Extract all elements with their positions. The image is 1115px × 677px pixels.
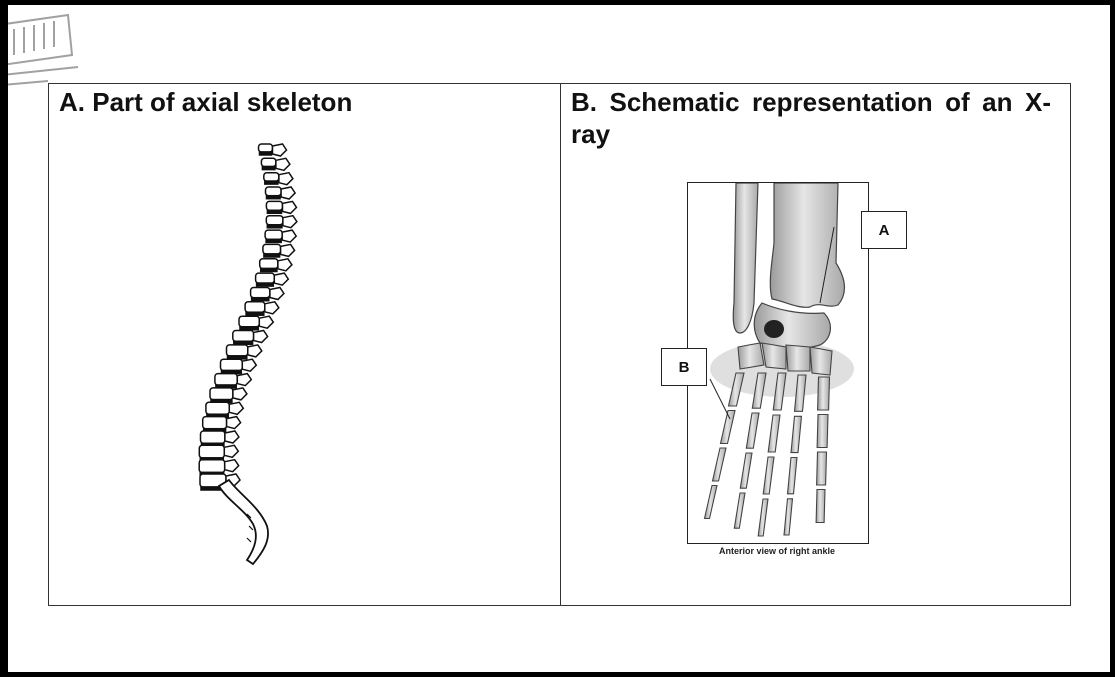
spinous-process xyxy=(278,259,292,271)
foot-bone-segment xyxy=(713,448,727,481)
foot-bone-segment xyxy=(818,377,830,410)
panel-a-title: A. Part of axial skeleton xyxy=(59,86,352,118)
vertebra-body xyxy=(233,331,254,342)
intervertebral-disc xyxy=(257,283,274,286)
intervertebral-disc xyxy=(228,356,247,359)
foot-bone-segment xyxy=(734,493,745,528)
intervertebral-disc xyxy=(252,298,269,301)
vertebra-body xyxy=(239,316,259,327)
foot-bone-segment xyxy=(768,415,780,452)
foot-bone-segment xyxy=(763,457,774,494)
spinous-process xyxy=(283,201,297,213)
spinous-process xyxy=(237,374,251,386)
spinous-process xyxy=(259,316,273,328)
intervertebral-disc xyxy=(266,239,281,242)
spinous-process xyxy=(233,388,247,400)
spinous-process xyxy=(242,359,256,371)
callout-b: B xyxy=(661,348,707,386)
metatarsals-and-phalanges xyxy=(705,373,830,536)
foot-bone-segment xyxy=(788,458,798,494)
sacrum-coccyx-shape xyxy=(219,480,268,564)
figure-table: A. Part of axial skeleton B. Schematic r… xyxy=(48,83,1071,606)
ankle-xray-illustration xyxy=(687,182,869,544)
callout-a: A xyxy=(861,211,907,249)
spinous-process xyxy=(248,345,262,357)
spinous-process xyxy=(270,288,284,300)
intervertebral-disc xyxy=(264,254,280,257)
spinous-process xyxy=(274,273,288,285)
spinous-process xyxy=(279,173,293,185)
vertebra-body xyxy=(263,244,281,254)
vertebra-body xyxy=(266,201,282,210)
intervertebral-disc xyxy=(265,181,278,184)
vertebra-body xyxy=(251,288,270,298)
foot-bone-segment xyxy=(817,452,827,485)
spinous-process xyxy=(224,445,238,457)
spinous-process xyxy=(281,187,295,199)
panel-b-title: B. Schematic representation of an X-ray xyxy=(571,86,1051,150)
intervertebral-disc xyxy=(246,312,264,315)
foot-bone-segment xyxy=(758,499,768,536)
intervertebral-disc xyxy=(267,196,281,199)
foot-bone-segment xyxy=(740,453,752,488)
spinous-process xyxy=(273,144,287,156)
panel-a: A. Part of axial skeleton xyxy=(49,84,561,605)
vertebra-body xyxy=(203,417,227,429)
vertebra-body xyxy=(206,402,229,414)
vertebral-column-illustration xyxy=(189,134,339,574)
vertebra-body xyxy=(266,216,283,225)
intervertebral-disc xyxy=(234,341,253,344)
panel-b: B. Schematic representation of an X-ray xyxy=(561,84,1070,605)
spinous-process xyxy=(227,417,241,429)
vertebra-body xyxy=(265,230,282,239)
foot-bone-segment xyxy=(705,486,718,519)
vertebra-body xyxy=(201,431,225,443)
fibula xyxy=(733,183,758,333)
spinous-process xyxy=(225,460,239,472)
foot-bones-drawing xyxy=(688,183,868,543)
intervertebral-disc xyxy=(267,210,281,213)
tibia xyxy=(770,183,844,307)
xray-caption: Anterior view of right ankle xyxy=(687,546,867,556)
spinous-process xyxy=(276,158,290,170)
vertebra-body xyxy=(259,144,273,152)
intervertebral-disc xyxy=(260,152,272,155)
foot-bone-segment xyxy=(791,416,802,452)
vertebra-body xyxy=(256,273,275,283)
vertebra-body xyxy=(261,158,276,166)
vertebra-body xyxy=(199,460,225,473)
foot-bone-segment xyxy=(817,415,828,448)
intervertebral-disc xyxy=(261,269,277,272)
spinous-process xyxy=(225,431,239,443)
foot-bone-segment xyxy=(816,490,825,523)
intervertebral-disc xyxy=(262,167,275,170)
joint-dark-spot xyxy=(764,320,784,338)
spinous-process xyxy=(265,302,279,314)
spinous-process xyxy=(254,331,268,343)
vertebra-body xyxy=(260,259,278,269)
intervertebral-disc xyxy=(267,225,282,228)
spinous-process xyxy=(281,244,295,256)
foot-bone-segment xyxy=(784,499,793,535)
spinous-process xyxy=(229,402,243,414)
vertebra-body xyxy=(210,388,233,400)
vertebra-body xyxy=(215,374,237,386)
vertebra-body xyxy=(227,345,248,356)
vertebra-body xyxy=(199,445,224,458)
vertebra-body xyxy=(264,173,279,181)
vertebra-body xyxy=(245,302,265,312)
intervertebral-disc xyxy=(240,327,258,330)
vertebra-body xyxy=(266,187,282,196)
spinous-process xyxy=(283,216,297,228)
spinous-process xyxy=(282,230,296,242)
foot-bone-segment xyxy=(746,413,759,448)
vertebra-body xyxy=(221,359,243,370)
